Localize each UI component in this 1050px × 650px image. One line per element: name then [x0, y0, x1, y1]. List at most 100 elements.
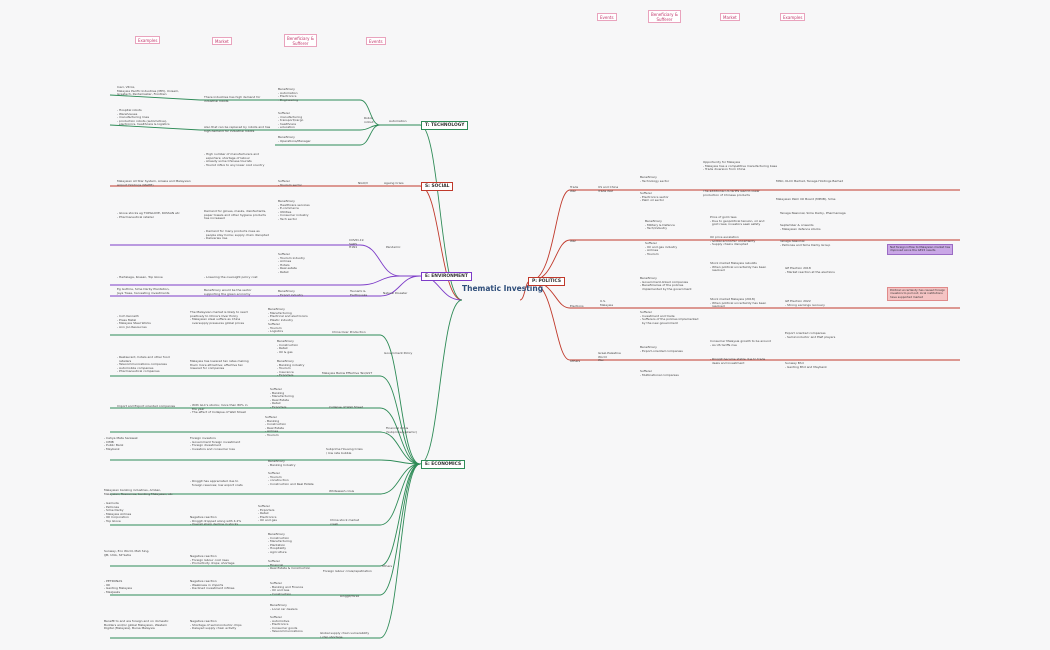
beneficiary-item: Sufferer - Multinational companies — [640, 369, 679, 377]
event-collapse-wall-street: Collapse of Wall Street — [329, 405, 363, 409]
market-item: - High number of manufacturers and expor… — [204, 152, 265, 167]
header-tag-beneficiary-right: Beneficiary & Sufferer — [648, 10, 681, 23]
event-us-china: US and China Trade War — [598, 185, 619, 193]
beneficiary-item: Sufferer - Banking and Finance - Oil and… — [270, 581, 304, 596]
note-pink: Political uncertainty has caused foreign… — [887, 287, 949, 302]
market-item: Negative reaction - Ringgit dropped alon… — [190, 515, 242, 527]
beneficiary-item: Beneficiary - Healthcare services - E-co… — [278, 199, 310, 221]
theme-social[interactable]: S: SOCIAL — [421, 182, 454, 191]
beneficiary-item: Beneficiary - Local car dealers — [270, 603, 298, 611]
beneficiary-item: Beneficiary - Automation - Electronics -… — [278, 87, 299, 102]
event-ageing-crisis: Ageing Crisis — [384, 181, 404, 185]
market-item: Foreign investors - Government foreign i… — [190, 436, 241, 451]
market-item: There industries has high demand for ind… — [204, 95, 261, 103]
beneficiary-item: Beneficiary - Manufacturing - Electrical… — [268, 307, 308, 322]
event-ringgit: Ringgit/forex — [340, 594, 360, 598]
market-item: Demand for gloves, masks, disinfectants,… — [204, 209, 267, 221]
header-tag-examples-right: Examples — [780, 13, 806, 21]
theme-politics[interactable]: P: POLITICS — [528, 277, 565, 286]
beneficiary-item: Beneficiary - Operations/Manager — [278, 135, 311, 143]
event-government-policy: Government Policy — [384, 351, 413, 355]
link-social — [419, 185, 463, 301]
event-tsunami: Tsunami & Earthquake — [350, 289, 368, 297]
market-item: Stock market Malaysia rebuilds - When po… — [710, 261, 767, 273]
market-item: Consumer Malaysia growth to be around - … — [710, 339, 771, 347]
event-automation: Automation — [389, 119, 407, 123]
event-malaysia-tax: Malaysia Below Effective Tax/GST — [322, 371, 373, 375]
example-item: Eg Guthrie, Sime Darby Plantation, Jaya … — [117, 287, 170, 295]
market-item: The additional US tariffs lead to lower … — [703, 189, 760, 197]
example-item: - Inch Kenneth - Press Metal - Malaysia … — [117, 314, 151, 329]
theme-environment[interactable]: E: ENVIRONMENT — [421, 272, 472, 281]
link-economics — [419, 299, 463, 465]
example-item: GE Election 2022 - Strong earnings recov… — [785, 299, 825, 307]
beneficiary-item: Sufferer - Electronics sector - Palm oil… — [640, 191, 669, 203]
header-tag-market-right: Market — [720, 13, 740, 21]
beneficiary-item: Sufferer - Exporters - Retail - Electron… — [258, 504, 277, 523]
market-item: - Demand for many products rises as peop… — [204, 229, 269, 241]
market-item: - Ringgit became stable due to trade dea… — [710, 357, 766, 365]
event-subprime: Subprime Housing Crisis / low rate bubbl… — [326, 447, 363, 455]
event-us-malaysia: U.S. Malaysia — [600, 299, 614, 307]
beneficiary-item: Beneficiary - Technology sector — [640, 175, 670, 183]
beneficiary-item: Sufferer - Banking - Manufacturing - Rea… — [270, 387, 294, 409]
market-item: Opportunity for Malaysia - Malaysia has … — [703, 160, 778, 172]
beneficiary-item: Sufferer - Financial - Real Estate & Con… — [268, 559, 311, 571]
example-item: GE Election 2018 - Market reaction at th… — [785, 266, 835, 274]
example-item: - Cahya Mata Sarawak - CIMB - Public Ban… — [104, 436, 138, 451]
market-item: Negative reaction - Foreign labour cost … — [190, 554, 235, 566]
beneficiary-item: Sufferer - Investment and trade - Suffer… — [640, 310, 699, 325]
market-item: The Malaysian market is likely to react … — [190, 310, 248, 325]
beneficiary-item: Beneficiary - Construction - Manufacturi… — [268, 532, 292, 554]
event-covid: COVID-19 SARS H1N1 — [349, 238, 364, 250]
example-item: - Gamuda - Petronas - Sime Darby - Malay… — [104, 501, 132, 523]
example-item: MISC, KLCC Berhad, Tenaga Holdings Berha… — [776, 179, 844, 183]
beneficiary-item: Beneficiary - Construction - Retail - Oi… — [277, 339, 299, 354]
example-item: - PETRONAS - IOI - Genting Malaysia - Ma… — [104, 579, 132, 594]
beneficiary-item: Sufferer - Tourism industry - Airlines -… — [278, 252, 305, 274]
example-item: Sunway Bhd - Genting Bhd and Maybank — [785, 361, 827, 369]
header-tag-market-left: Market — [212, 37, 232, 45]
beneficiary-item: Beneficiary - Government-linked companie… — [640, 276, 692, 291]
header-tag-events-right: Events — [597, 13, 617, 21]
event-global-supply: Global supply chain vulnerability / chip… — [320, 631, 370, 639]
event-robot-rollout: Robot rollout — [364, 116, 374, 124]
header-tag-beneficiary-left: Beneficiary & Sufferer — [284, 34, 317, 47]
example-item: Tenaga Nasional, Sime Darby, Pharmaniaga — [780, 211, 846, 215]
example-item: Benefit to and are foreign and on domest… — [104, 619, 169, 631]
event-china-overproduction: China Over Production — [332, 330, 366, 334]
market-item: Malaysia has lowered tax rates making th… — [190, 359, 249, 371]
event-natural-disaster: Natural Disaster — [383, 291, 408, 295]
beneficiary-item: Beneficiary - Banking Industry — [268, 459, 296, 467]
beneficiary-item: Sufferer - Tourism sector — [278, 179, 302, 187]
example-item: Import and Export oriented companies — [117, 404, 176, 408]
center-title: Thematic Investing — [462, 284, 544, 293]
link-technology — [419, 124, 463, 301]
example-item: Tenaga Nasional - Petronas and Sime Darb… — [780, 239, 831, 247]
theme-technology[interactable]: T: TECHNOLOGY — [421, 121, 469, 130]
beneficiary-item: Beneficiary - Military & Defence - Tech/… — [645, 219, 675, 231]
market-item: Stock market Malaysia (2018) - When poli… — [710, 297, 767, 309]
market-item: - With GLC's stocks; more than 80% in th… — [190, 403, 248, 415]
beneficiary-item: Sufferer - Oil and gas industry - Airlin… — [645, 241, 678, 256]
event-israel-war: Israel-Palestine World War — [598, 351, 621, 363]
beneficiary-item: Beneficiary - Export industry — [278, 289, 304, 297]
note-purple: Net foreign inflow to Malaysian market h… — [887, 244, 954, 255]
beneficiary-item: Beneficiary - Export-oriented companies — [640, 345, 683, 353]
example-item: Malaysian banking industries, Amban, Mal… — [104, 488, 173, 496]
example-item: Inari, Vitrox, Malaysia Pacific Industri… — [117, 85, 180, 97]
example-item: Export oriented companies - Semiconducto… — [785, 331, 836, 339]
event-financial-crisis: Financial Crisis (Subprime/systemic) — [386, 426, 418, 434]
beneficiary-item: Sufferer - Banking - Construction - Real… — [265, 415, 287, 437]
market-item: - Lowering the oversight policy cost — [204, 275, 258, 279]
event-ngo: NGO/V — [358, 181, 368, 185]
theme-economics[interactable]: E: ECONOMICS — [421, 460, 466, 469]
market-item: Also that can be replaced by robots and … — [204, 125, 271, 133]
event-pandemic: Pandemic — [386, 245, 401, 249]
event-china-stock-crash: China stock market crash — [330, 518, 360, 526]
example-item: - Hartalega, Kossan, Top Glove — [117, 275, 163, 279]
beneficiary-item: Sufferer - Tourism - Logistics — [268, 322, 284, 334]
event-others: Others — [382, 564, 393, 568]
header-tag-events-left: Events — [366, 37, 386, 45]
